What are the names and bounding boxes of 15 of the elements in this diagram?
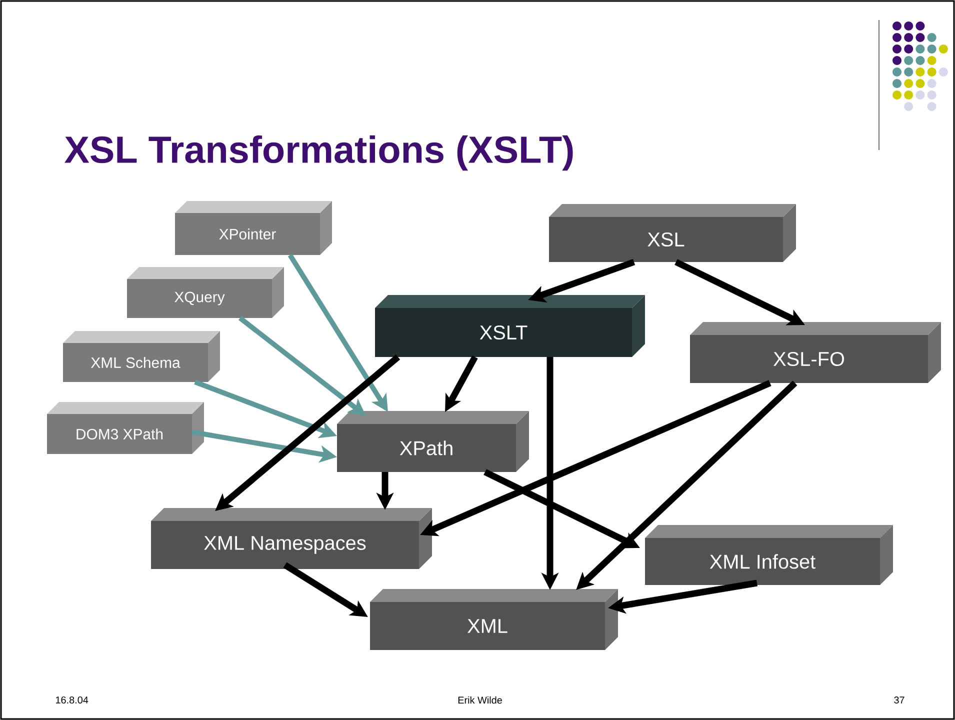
box-3d: XQuery bbox=[127, 267, 284, 318]
box-3d: XSLT bbox=[375, 295, 645, 357]
box-3d: XPointer bbox=[175, 201, 332, 255]
box-3d: XSL-FO bbox=[690, 322, 941, 383]
footer-author: Erik Wilde bbox=[458, 696, 502, 704]
box-3d: XML Infoset bbox=[645, 525, 893, 585]
box-3d: XSL bbox=[549, 204, 796, 262]
slide-title: XSL Transformations (XSLT) bbox=[64, 135, 573, 171]
box-3d: XPath bbox=[337, 411, 529, 472]
box-3d: DOM3 XPath bbox=[47, 402, 204, 454]
box-3d: XML Namespaces bbox=[151, 508, 432, 569]
page-number: 37 bbox=[894, 696, 904, 704]
box-3d: XML bbox=[370, 589, 618, 650]
footer-date: 16.8.04 bbox=[56, 696, 88, 704]
box-3d: XML Schema bbox=[63, 331, 220, 382]
